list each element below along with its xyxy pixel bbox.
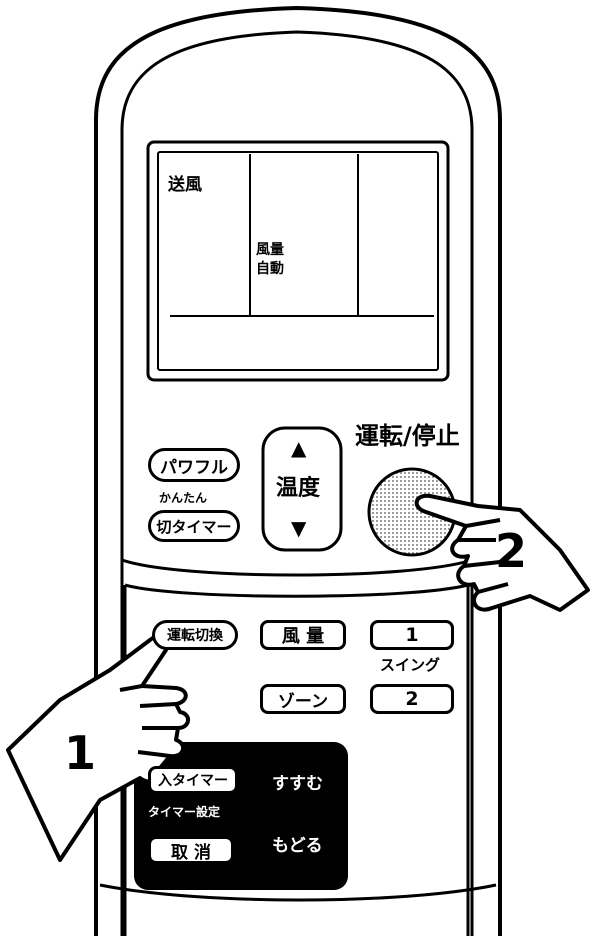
lcd-fan-line-1: 風量 <box>256 242 284 258</box>
timer-set-label: タイマー設定 <box>148 805 221 819</box>
swing-label: スイング <box>380 656 441 674</box>
swing-1-button[interactable]: 1 <box>370 620 454 650</box>
step-2-number: 2 <box>495 524 528 578</box>
mode-switch-button[interactable]: 運転切換 <box>152 620 238 650</box>
powerful-button[interactable]: パワフル <box>148 448 240 482</box>
zone-button[interactable]: ゾーン <box>260 684 346 714</box>
pointing-hand-2 <box>414 493 590 612</box>
panel-divider <box>121 558 473 577</box>
forward-button[interactable]: すすむ <box>272 774 323 794</box>
swing-2-button[interactable]: 2 <box>370 684 454 714</box>
run-stop-label: 運転/停止 <box>355 422 460 450</box>
step-1-number: 1 <box>64 726 97 780</box>
temp-label: 温度 <box>276 476 321 501</box>
temp-rocker <box>261 426 343 552</box>
fan-speed-button[interactable]: 風 量 <box>260 620 346 650</box>
on-timer-button[interactable]: 入タイマー <box>148 766 238 794</box>
cancel-button[interactable]: 取 消 <box>148 836 234 864</box>
off-timer-button[interactable]: 切タイマー <box>148 510 240 542</box>
lcd-fan-line-2: 自動 <box>256 261 284 277</box>
temp-up-icon[interactable]: ▲ <box>291 436 307 460</box>
back-button[interactable]: もどる <box>272 836 323 856</box>
bottom-curve <box>99 883 497 902</box>
lcd-mode-text: 送風 <box>168 175 202 195</box>
remote-inner-outline <box>120 30 474 936</box>
kantan-label: かんたん <box>159 491 208 505</box>
temp-down-icon[interactable]: ▼ <box>291 516 307 540</box>
